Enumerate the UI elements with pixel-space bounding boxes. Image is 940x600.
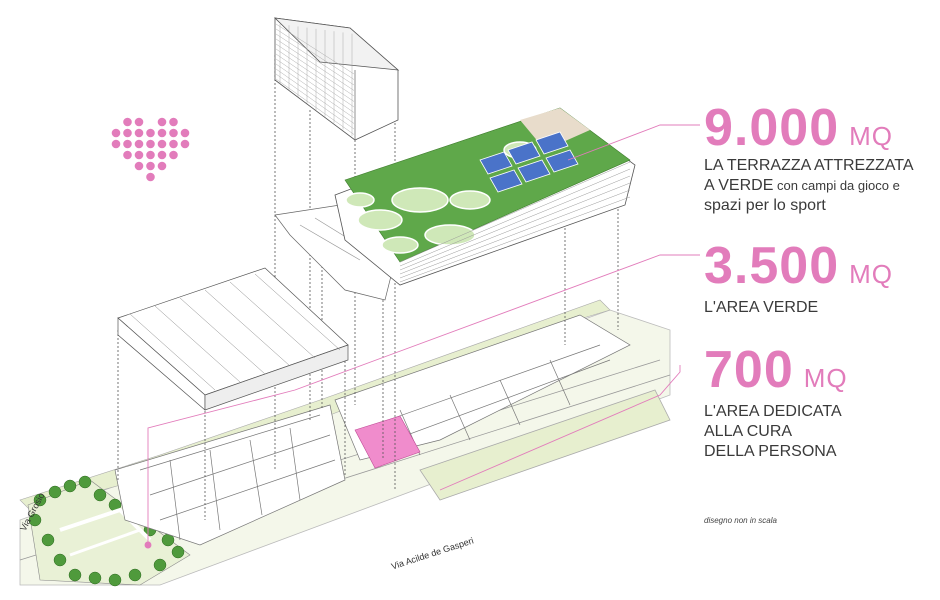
stat-terrace-line2-main: A VERDE	[704, 177, 774, 194]
stat-care-line3: DELLA PERSONA	[704, 443, 837, 460]
stat-green-line1: L'AREA VERDE	[704, 299, 819, 316]
shed-roof-building	[117, 267, 349, 411]
stat-green-number: 3.500	[704, 237, 840, 295]
stat-green-unit: MQ	[849, 259, 894, 289]
ground-floor-plan	[114, 314, 631, 546]
stat-terrace-line1: LA TERRAZZA ATTREZZATA	[704, 157, 914, 174]
park-area	[27, 475, 191, 587]
callout-lines	[144, 124, 700, 549]
green-roof-terrace	[334, 107, 636, 286]
care-area-highlight	[354, 415, 421, 469]
stat-care-line2: ALLA CURA	[704, 423, 793, 440]
stat-care-line1: L'AREA DEDICATA	[704, 403, 842, 420]
stat-care-unit: MQ	[803, 363, 848, 393]
stat-terrace: 9.000 MQ LA TERRAZZA ATTREZZATA A VERDE c…	[704, 100, 914, 216]
office-tower	[273, 17, 400, 141]
stat-terrace-number: 9.000	[704, 99, 840, 157]
stat-care-area: 700 MQ L'AREA DEDICATA ALLA CURA DELLA PE…	[704, 342, 848, 462]
sports-courts	[479, 131, 579, 193]
scale-note: disegno non in scala	[704, 516, 777, 525]
stat-terrace-unit: MQ	[849, 121, 894, 151]
stat-care-number: 700	[704, 341, 794, 399]
heart-icon	[111, 117, 190, 182]
stat-green-area: 3.500 MQ L'AREA VERDE	[704, 238, 893, 318]
stat-terrace-line3: spazi per lo sport	[704, 197, 826, 214]
stat-terrace-line2-rest: con campi da gioco e	[773, 178, 900, 193]
